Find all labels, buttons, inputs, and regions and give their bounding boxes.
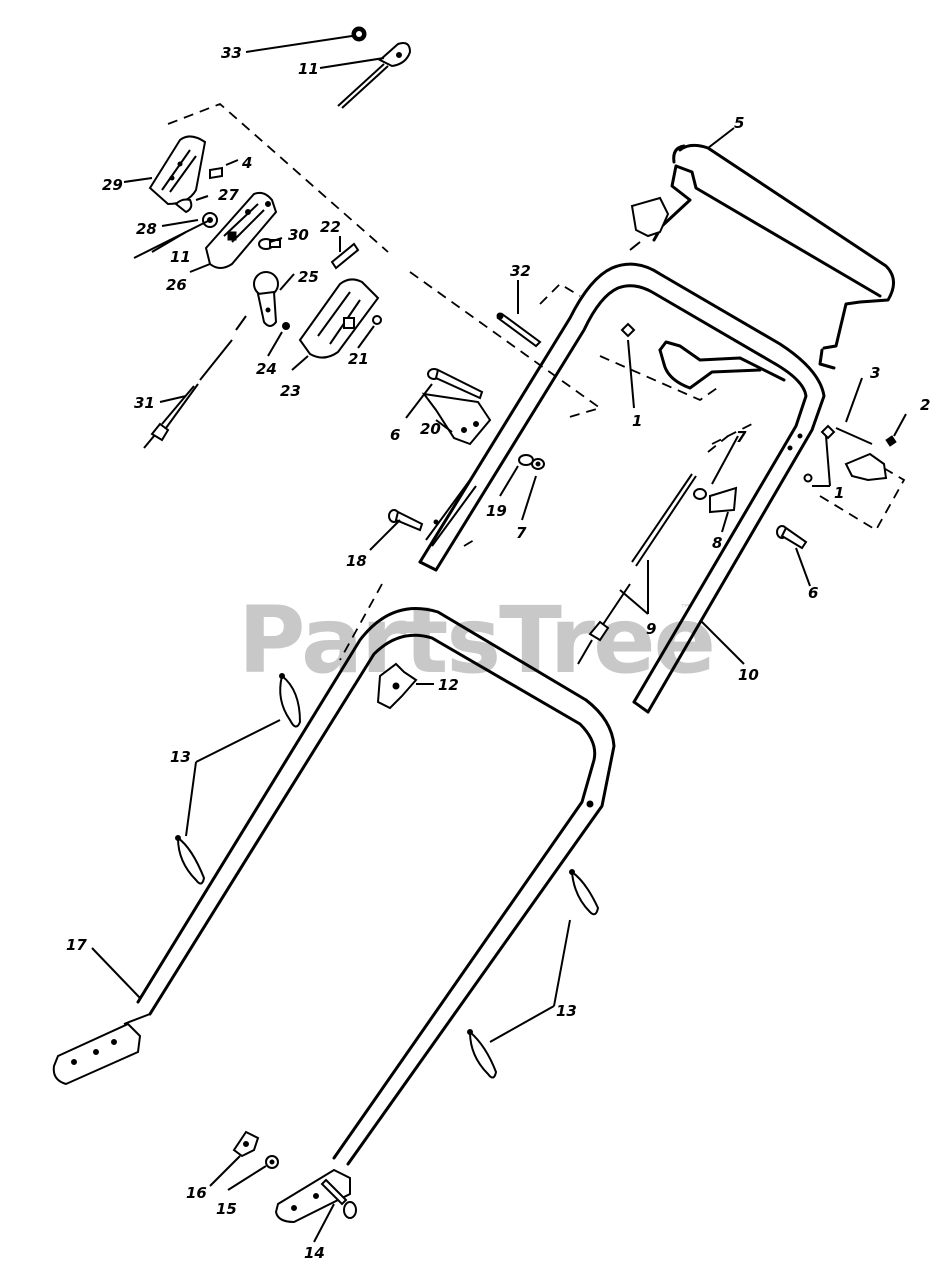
label-20: 20	[420, 420, 441, 438]
label-29: 29	[102, 176, 123, 194]
label-5: 5	[734, 114, 744, 132]
label-23: 23	[280, 382, 301, 400]
label-7-right: 7	[736, 428, 747, 446]
part-18-bolt	[388, 509, 424, 532]
handle-link-outline	[339, 539, 475, 661]
part-16-clip	[232, 1130, 260, 1158]
part-8-clip	[709, 486, 738, 514]
callout-labels: 33 11 4 29 27 28 11 30 26 22 25 24 21 23…	[66, 44, 930, 1262]
label-1-top: 1	[632, 412, 642, 430]
part-24-pin	[282, 322, 290, 330]
label-13-right: 13	[556, 1002, 577, 1020]
right-clamp-outline	[711, 423, 906, 532]
part-15-washer	[265, 1155, 279, 1169]
label-4: 4	[241, 154, 252, 172]
watermark: PartsTree	[238, 587, 714, 694]
label-8: 8	[712, 534, 722, 552]
part-1-grommet-top	[620, 322, 636, 338]
part-26-bracket	[204, 191, 278, 269]
part-3-lever	[835, 427, 888, 482]
part-5-bail-handle	[629, 143, 895, 370]
part-22-decal	[330, 242, 360, 270]
part-14-bolt	[320, 1178, 357, 1219]
part-20-bracket	[421, 392, 492, 446]
part-21-nut	[372, 315, 382, 325]
label-27: 27	[218, 186, 239, 204]
part-7-nut-left	[531, 458, 545, 470]
label-6-right: 6	[808, 584, 818, 602]
part-30-screw	[258, 238, 281, 250]
label-24: 24	[256, 360, 277, 378]
part-33-nut	[351, 26, 367, 42]
part-19-washer	[518, 454, 534, 466]
part-31-cable	[143, 315, 247, 449]
label-16: 16	[186, 1184, 207, 1202]
label-32: 32	[510, 262, 531, 280]
part-32-pin	[496, 312, 542, 348]
label-9: 9	[646, 620, 656, 638]
label-28: 28	[136, 220, 157, 238]
part-10-upper-handle	[418, 262, 826, 714]
label-12: 12	[438, 676, 459, 694]
part-7-nut-right	[693, 488, 707, 500]
label-31: 31	[134, 394, 155, 412]
control-assembly-outline	[167, 102, 603, 419]
label-17: 17	[66, 936, 87, 954]
label-1-right: 1	[834, 484, 844, 502]
label-19: 19	[486, 502, 507, 520]
label-14: 14	[304, 1244, 325, 1262]
part-6-bolt-right	[776, 525, 808, 550]
watermark-trademark: ™	[680, 602, 691, 615]
label-18: 18	[346, 552, 367, 570]
part-12-wing-nut	[376, 662, 418, 710]
label-3: 3	[870, 364, 880, 382]
label-13-left: 13	[170, 748, 191, 766]
label-11-secondary: 11	[170, 248, 191, 266]
part-handle-bracket	[658, 340, 786, 390]
upper-right-clamp-outline	[707, 435, 729, 453]
handle-clamp-outline	[539, 282, 721, 402]
part-11-cable-top	[337, 42, 412, 109]
part-13-tie-right-lower	[467, 1029, 498, 1079]
label-30: 30	[288, 226, 309, 244]
label-15: 15	[216, 1200, 237, 1218]
label-22: 22	[320, 218, 341, 236]
label-10: 10	[738, 666, 759, 684]
part-9-cable	[577, 473, 697, 665]
part-6-bolt-left	[427, 368, 484, 400]
label-7-left: 7	[516, 524, 527, 542]
label-2: 2	[920, 396, 930, 414]
part-27-clip	[174, 198, 193, 214]
part-4-screw	[209, 166, 223, 180]
label-25: 25	[298, 268, 319, 286]
leader-lines	[91, 35, 907, 1243]
part-13-tie-upper	[279, 673, 302, 728]
label-26: 26	[166, 276, 187, 294]
part-1-grommets-right	[803, 424, 836, 483]
part-13-tie-right-upper	[569, 869, 600, 916]
label-6-left: 6	[390, 426, 400, 444]
label-21: 21	[348, 350, 369, 368]
label-11: 11	[298, 60, 319, 78]
part-13-tie-left	[175, 835, 206, 885]
part-17-lower-handle	[52, 607, 616, 1224]
part-23-housing	[298, 278, 380, 359]
part-29-plate	[148, 135, 207, 206]
part-2-screw	[885, 435, 897, 447]
label-33: 33	[221, 44, 242, 62]
part-25-knob	[253, 271, 279, 327]
